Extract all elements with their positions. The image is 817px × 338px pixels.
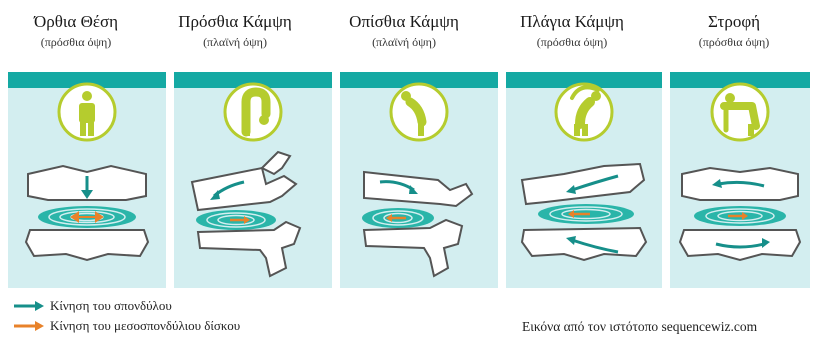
panel-upright — [8, 72, 166, 288]
lower-vertebra — [680, 230, 800, 260]
standing-figure-icon — [59, 84, 115, 140]
panel-backward-bend — [340, 72, 498, 288]
upper-vertebra — [682, 168, 798, 200]
legend-vertebra-motion: Κίνηση του σπονδύλου — [14, 298, 172, 314]
panel-forward-bend — [174, 72, 332, 288]
upper-vertebra — [364, 172, 472, 206]
legend-label-vertebra: Κίνηση του σπονδύλου — [50, 298, 172, 314]
view-twist: (πρόσθια όψη) — [699, 35, 770, 50]
panel-side-bend — [506, 72, 662, 288]
title-backward-bend: Οπίσθια Κάμψη — [349, 12, 459, 32]
upper-vertebra — [192, 152, 296, 210]
legend-disc-motion: Κίνηση του μεσοσπονδύλιου δίσκου — [14, 318, 240, 334]
lower-vertebra — [364, 220, 462, 276]
orange-arrow-icon — [14, 320, 44, 332]
title-side-bend: Πλάγια Κάμψη — [520, 12, 624, 32]
title-forward-bend: Πρόσθια Κάμψη — [178, 12, 292, 32]
twist-figure-icon — [712, 84, 768, 140]
image-credit: Εικόνα από τον ιστότοπο sequencewiz.com — [522, 319, 757, 335]
forward-bend-figure-icon — [225, 84, 281, 140]
panel-twist — [670, 72, 810, 288]
backward-bend-figure-icon — [391, 84, 447, 140]
title-upright: Όρθια Θέση — [34, 12, 118, 32]
lower-vertebra — [26, 230, 148, 260]
upper-vertebra — [522, 164, 644, 204]
view-forward-bend: (πλαϊνή όψη) — [203, 35, 267, 50]
teal-arrow-icon — [14, 300, 44, 312]
lower-vertebra — [198, 222, 300, 276]
legend-label-disc: Κίνηση του μεσοσπονδύλιου δίσκου — [50, 318, 240, 334]
view-upright: (πρόσθια όψη) — [41, 35, 112, 50]
view-side-bend: (πρόσθια όψη) — [537, 35, 608, 50]
side-bend-figure-icon — [556, 84, 612, 140]
view-backward-bend: (πλαϊνή όψη) — [372, 35, 436, 50]
title-twist: Στροφή — [708, 12, 760, 32]
